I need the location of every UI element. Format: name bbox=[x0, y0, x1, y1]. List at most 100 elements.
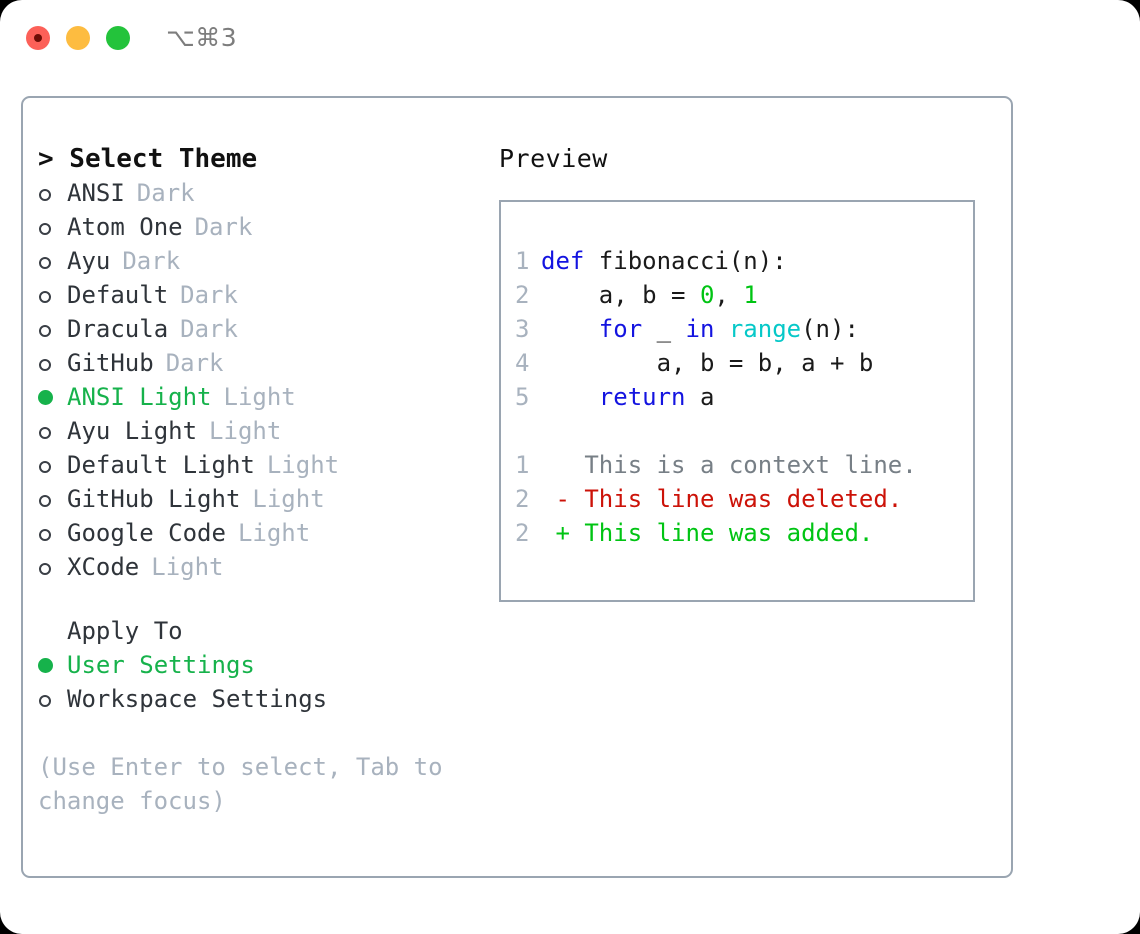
theme-kind-label: Dark bbox=[180, 281, 238, 309]
diff-line-text: This line was deleted. bbox=[584, 485, 903, 513]
code-token: , bbox=[714, 281, 744, 309]
radio-glyph bbox=[39, 427, 51, 439]
theme-list-item[interactable]: Google Code Light bbox=[37, 516, 497, 550]
theme-kind-label: Light bbox=[237, 519, 311, 547]
apply-to-option[interactable]: Workspace Settings bbox=[37, 682, 497, 716]
theme-list-item[interactable]: Ayu Dark bbox=[37, 244, 497, 278]
theme-name-label: ANSI Light bbox=[67, 383, 212, 411]
theme-kind-label: Light bbox=[209, 417, 282, 445]
theme-section-header: > Select Theme bbox=[38, 144, 258, 174]
code-token: a, b = b, a + b bbox=[541, 349, 874, 377]
code-token: fibonacci bbox=[598, 247, 729, 275]
line-number: 1 bbox=[515, 451, 530, 479]
diff-line: 1 This is a context line. bbox=[515, 448, 917, 482]
code-line: 4 a, b = b, a + b bbox=[515, 346, 873, 380]
code-token: 0 bbox=[699, 281, 715, 309]
code-token: def bbox=[541, 247, 599, 275]
code-token: (n): bbox=[801, 315, 859, 343]
code-token: a, b = bbox=[541, 281, 700, 309]
theme-name-label: GitHub bbox=[67, 349, 154, 377]
apply-to-option[interactable]: User Settings bbox=[37, 648, 497, 682]
radio-unselected-icon[interactable] bbox=[37, 684, 61, 718]
theme-name-label: ANSI bbox=[67, 179, 125, 207]
radio-glyph bbox=[39, 529, 51, 541]
radio-unselected-icon[interactable] bbox=[37, 314, 61, 348]
keyboard-hint-text: (Use Enter to select, Tab to change focu… bbox=[38, 753, 443, 815]
theme-list-item[interactable]: Default Light Light bbox=[37, 448, 497, 482]
theme-list-item[interactable]: GitHub Dark bbox=[37, 346, 497, 380]
radio-glyph bbox=[39, 495, 51, 507]
theme-name-label: Google Code bbox=[67, 519, 226, 547]
theme-name-label: XCode bbox=[67, 553, 140, 581]
code-token: a bbox=[699, 383, 715, 411]
window-title: ⌥⌘3 bbox=[166, 23, 238, 52]
radio-selected-icon[interactable] bbox=[37, 649, 61, 683]
code-line: 3 for _ in range(n): bbox=[515, 312, 873, 346]
minimize-window-button[interactable] bbox=[66, 26, 90, 50]
theme-kind-label: Dark bbox=[122, 247, 181, 275]
diff-line: 2 - This line was deleted. bbox=[515, 482, 917, 516]
title-bar: ⌥⌘3 bbox=[0, 0, 1140, 78]
code-line-text: return a bbox=[541, 380, 715, 414]
radio-glyph bbox=[39, 223, 51, 235]
line-number: 1 bbox=[515, 247, 530, 275]
code-line: 5 return a bbox=[515, 380, 873, 414]
radio-unselected-icon[interactable] bbox=[37, 246, 61, 280]
radio-unselected-icon[interactable] bbox=[37, 416, 61, 450]
theme-kind-label: Dark bbox=[180, 315, 238, 343]
radio-glyph bbox=[39, 325, 51, 337]
theme-kind-label: Light bbox=[252, 485, 325, 513]
radio-unselected-icon[interactable] bbox=[37, 280, 61, 314]
radio-glyph bbox=[38, 390, 53, 405]
theme-list-item[interactable]: Ayu Light Light bbox=[37, 414, 497, 448]
code-token: (n): bbox=[728, 247, 787, 275]
code-token: return bbox=[541, 383, 700, 411]
radio-unselected-icon[interactable] bbox=[37, 552, 61, 586]
radio-unselected-icon[interactable] bbox=[37, 518, 61, 552]
code-line-text: def fibonacci(n): bbox=[541, 244, 787, 278]
maximize-window-button[interactable] bbox=[106, 26, 130, 50]
diff-line-text: This is a context line. bbox=[584, 451, 917, 479]
radio-glyph bbox=[39, 359, 51, 371]
diff-sample: 1 This is a context line.2 - This line w… bbox=[515, 448, 917, 550]
traffic-light-buttons bbox=[26, 26, 130, 50]
theme-kind-label: Dark bbox=[194, 213, 253, 241]
line-number: 3 bbox=[515, 315, 530, 343]
radio-unselected-icon[interactable] bbox=[37, 484, 61, 518]
theme-name-label: Default Light bbox=[67, 451, 255, 479]
code-token: in bbox=[685, 315, 729, 343]
line-number: 2 bbox=[515, 485, 530, 513]
radio-unselected-icon[interactable] bbox=[37, 178, 61, 212]
theme-name-label: Ayu Light bbox=[67, 417, 198, 445]
radio-unselected-icon[interactable] bbox=[37, 212, 61, 246]
theme-kind-label: Dark bbox=[165, 349, 224, 377]
radio-unselected-icon[interactable] bbox=[37, 348, 61, 382]
code-token: _ bbox=[656, 315, 686, 343]
theme-name-label: Ayu bbox=[67, 247, 111, 275]
radio-selected-icon[interactable] bbox=[37, 381, 61, 415]
line-number: 2 bbox=[515, 519, 530, 547]
radio-glyph bbox=[39, 461, 51, 473]
radio-glyph bbox=[38, 658, 53, 673]
diff-marker: + bbox=[541, 519, 585, 547]
theme-kind-label: Light bbox=[266, 451, 340, 479]
radio-unselected-icon[interactable] bbox=[37, 450, 61, 484]
radio-glyph bbox=[39, 291, 51, 303]
diff-marker: - bbox=[541, 485, 585, 513]
apply-to-header: Apply To bbox=[67, 617, 183, 645]
close-window-button[interactable] bbox=[26, 26, 50, 50]
radio-glyph bbox=[39, 563, 51, 575]
